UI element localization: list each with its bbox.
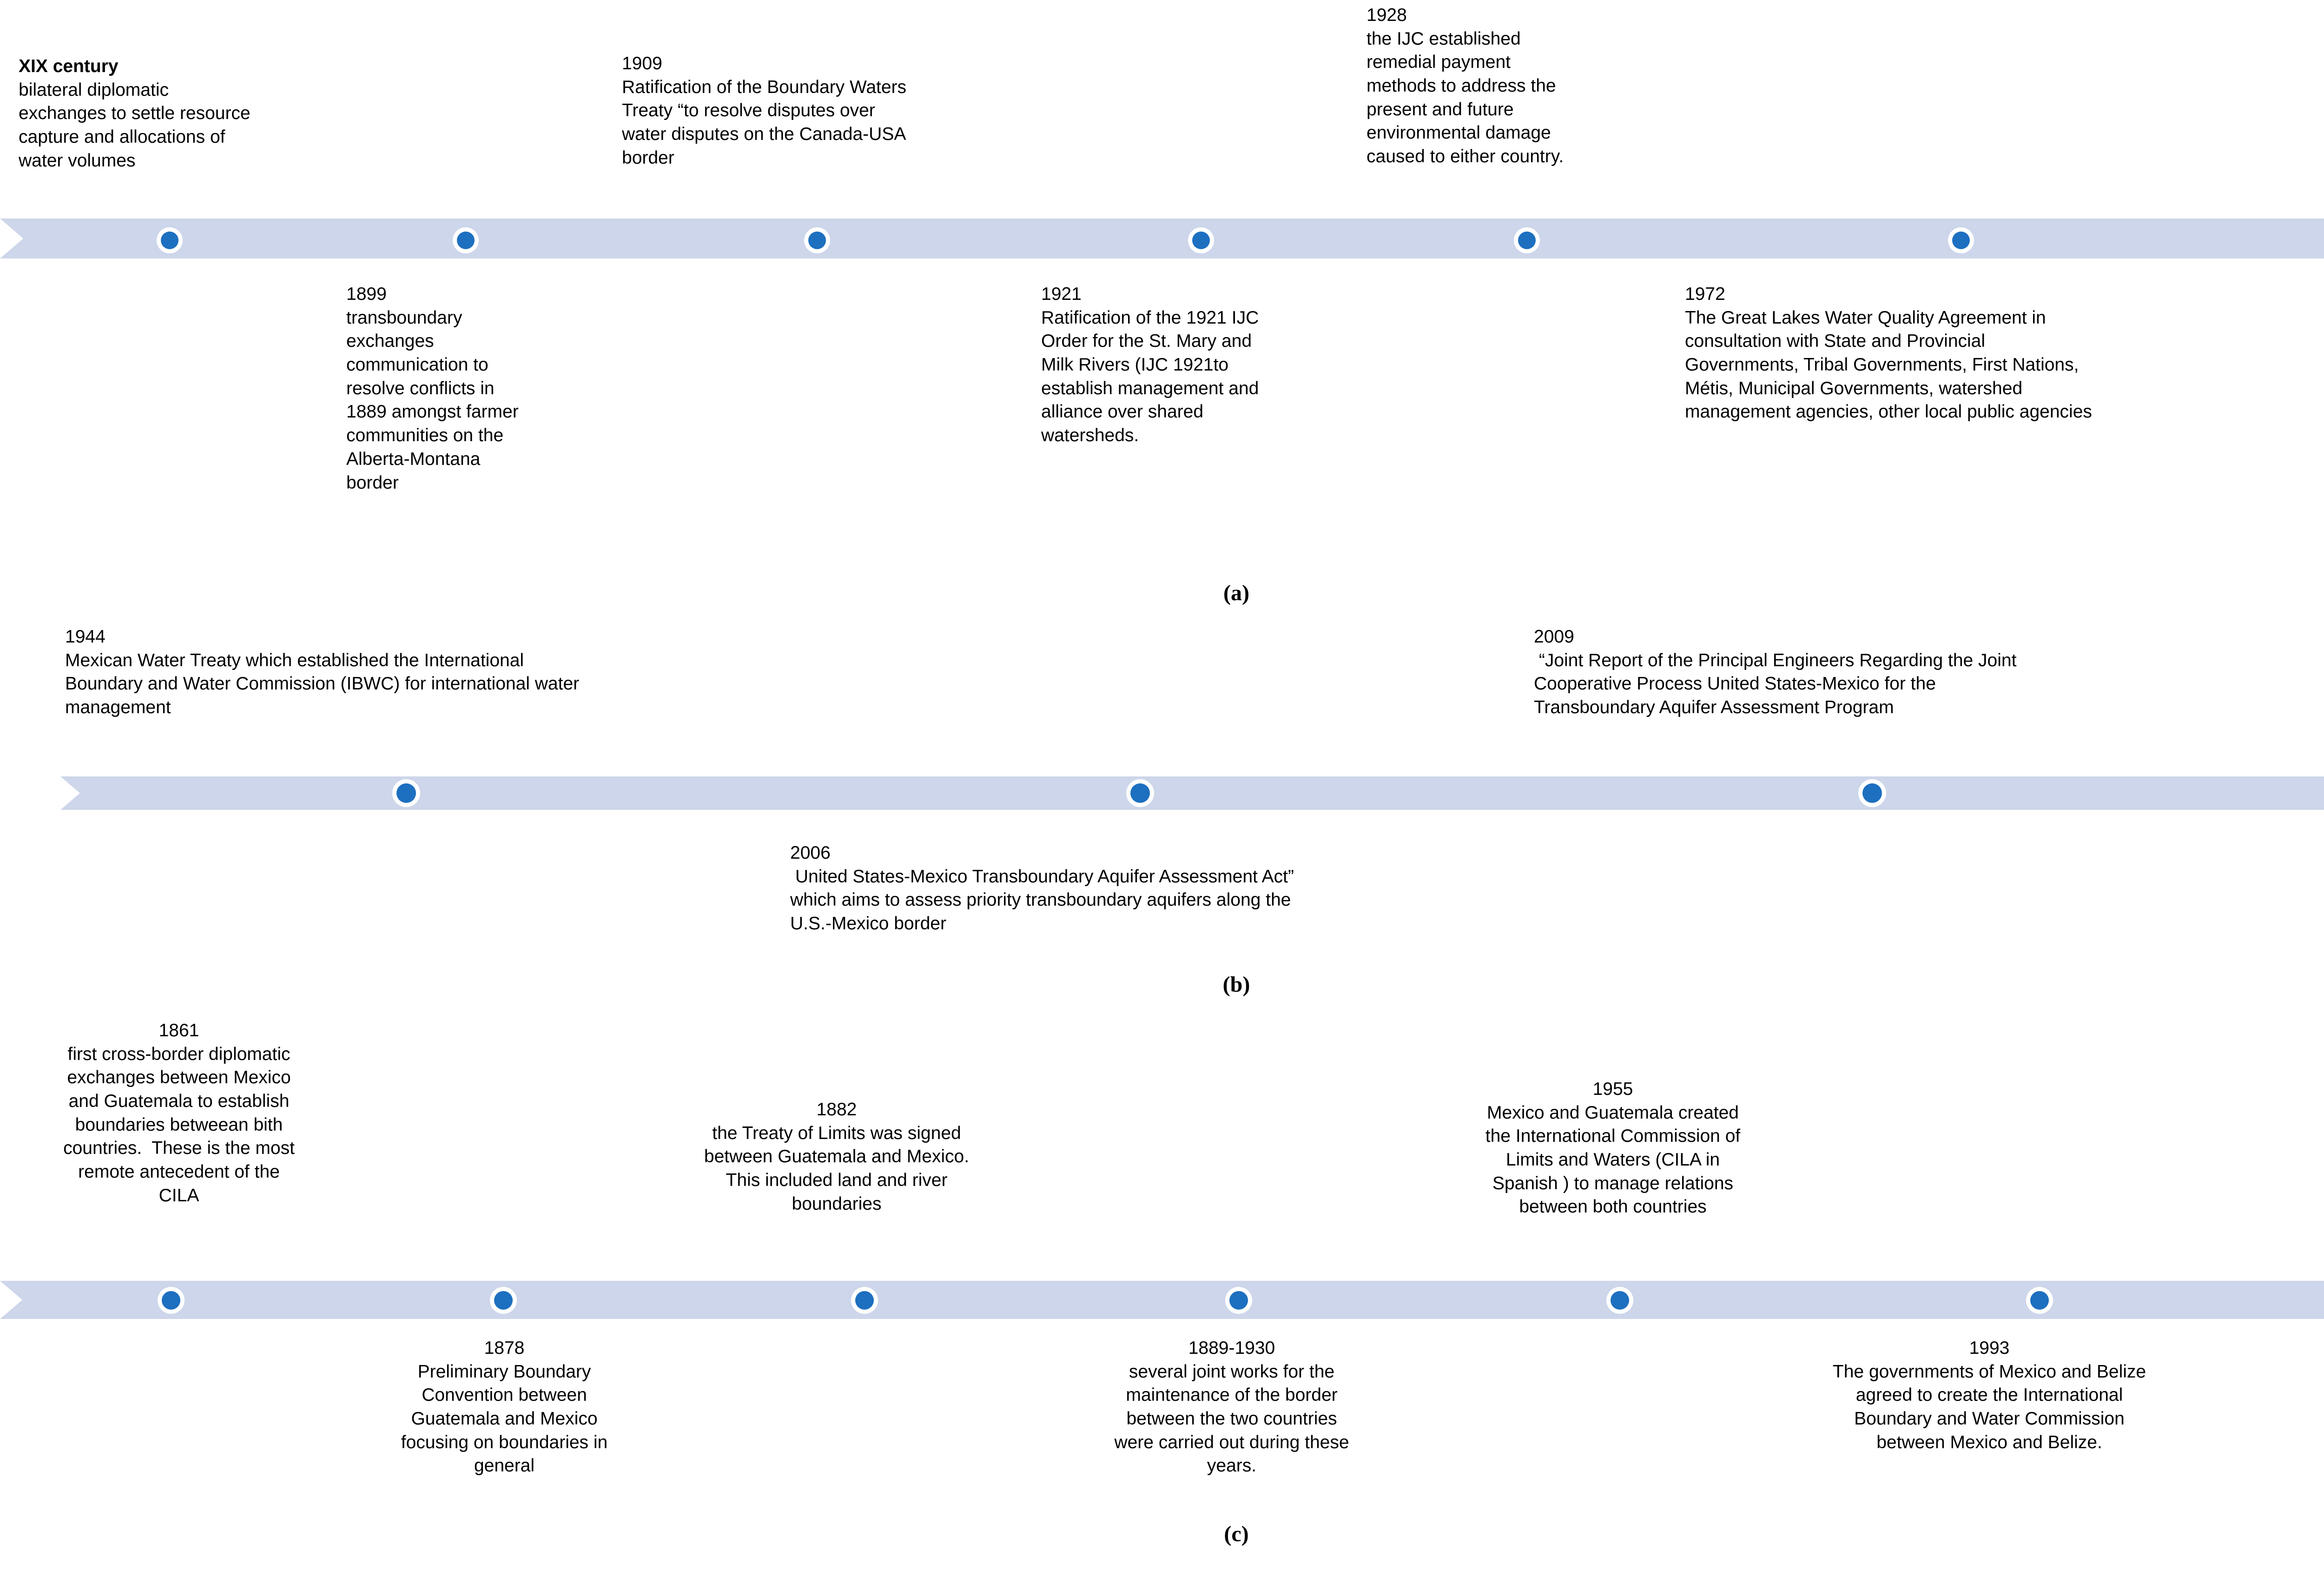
milestone-year: 1889-1930 [1188,1338,1275,1358]
milestone-text: transboundary exchanges communication to… [346,307,519,493]
milestone-text: Preliminary Boundary Convention between … [401,1361,608,1476]
milestone-dot-b-1[interactable] [396,783,416,803]
milestone-text: Ratification of the Boundary Waters Trea… [622,77,907,168]
milestone-c-1955: 1955 Mexico and Guatemala created the In… [1429,1078,1796,1219]
milestone-text: United States-Mexico Transboundary Aquif… [790,866,1294,934]
timeline-a-band-notch [0,219,23,258]
milestone-dot-c-6[interactable] [2030,1291,2049,1310]
milestone-year: 1972 [1685,284,1725,304]
milestone-text: the Treaty of Limits was signed between … [704,1123,970,1214]
milestone-a-1909: 1909 Ratification of the Boundary Waters… [622,52,1022,170]
subfigure-caption-c: (c) [1224,1522,1249,1546]
milestone-year: 1944 [65,627,106,647]
timeline-c-band [0,1281,2324,1319]
milestone-text: the IJC established remedial payment met… [1367,28,1564,167]
milestone-b-2009: 2009 “Joint Report of the Principal Engi… [1534,625,2185,720]
timeline-b-band [60,776,2324,810]
milestone-year: XIX century [19,56,119,76]
milestone-year: 1955 [1592,1079,1633,1099]
milestone-a-1921: 1921 Ratification of the 1921 IJC Order … [1041,283,1367,448]
milestone-year: 1909 [622,53,662,73]
milestone-a-1928: 1928 the IJC established remedial paymen… [1367,4,1692,169]
timeline-c-band-notch [0,1281,22,1319]
milestone-c-1993: 1993 The governments of Mexico and Beliz… [1766,1337,2212,1454]
milestone-dot-c-2[interactable] [494,1291,513,1310]
milestone-dot-a-4[interactable] [1192,232,1210,249]
milestone-c-1882: 1882 the Treaty of Limits was signed bet… [660,1098,1013,1216]
milestone-a-1899: 1899 transboundary exchanges communicati… [346,283,583,495]
milestone-c-1889-1930: 1889-1930 several joint works for the ma… [1050,1337,1413,1478]
milestone-text: The Great Lakes Water Quality Agreement … [1685,307,2092,422]
milestone-b-2006: 2006 United States-Mexico Transboundary … [790,841,1487,936]
milestone-year: 1921 [1041,284,1082,304]
milestone-year: 1882 [816,1100,857,1120]
milestone-year: 2006 [790,843,831,863]
milestone-text: Mexican Water Treaty which established t… [65,650,580,718]
milestone-text: several joint works for the maintenance … [1114,1361,1349,1476]
milestone-year: 1928 [1367,5,1407,25]
milestone-year: 1993 [1969,1338,2010,1358]
milestone-c-1878: 1878 Preliminary Boundary Convention bet… [328,1337,681,1478]
milestone-text: The governments of Mexico and Belize agr… [1832,1361,2146,1452]
milestone-dot-a-6[interactable] [1952,232,1970,249]
milestone-text: first cross-border diplomatic exchanges … [63,1044,295,1206]
milestone-text: bilateral diplomatic exchanges to settle… [19,79,251,171]
milestone-dot-a-3[interactable] [808,232,826,249]
milestone-dot-b-2[interactable] [1130,783,1150,803]
subfigure-caption-b: (b) [1222,972,1250,997]
milestone-text: Mexico and Guatemala created the Interna… [1485,1102,1741,1217]
milestone-a-xix-century: XIX century bilateral diplomatic exchang… [19,55,344,172]
milestone-dot-b-3[interactable] [1862,783,1882,803]
milestone-dot-c-3[interactable] [855,1291,874,1310]
milestone-dot-c-4[interactable] [1229,1291,1248,1310]
timeline-a-band [0,219,2324,258]
milestone-year: 1899 [346,284,387,304]
milestone-dot-c-1[interactable] [162,1291,180,1310]
milestone-b-1944: 1944 Mexican Water Treaty which establis… [65,625,762,720]
milestone-dot-c-5[interactable] [1611,1291,1629,1310]
milestone-year: 1861 [158,1020,199,1040]
timeline-b-band-notch [60,776,80,810]
milestone-text: “Joint Report of the Principal Engineers… [1534,650,2017,718]
milestone-dot-a-1[interactable] [161,232,178,249]
milestone-text: Ratification of the 1921 IJC Order for t… [1041,307,1259,446]
milestone-year: 1878 [484,1338,525,1358]
subfigure-caption-a: (a) [1223,581,1249,605]
milestone-year: 2009 [1534,627,1574,647]
milestone-c-1861: 1861 first cross-border diplomatic excha… [14,1019,344,1208]
milestone-dot-a-5[interactable] [1518,232,1536,249]
milestone-a-1972: 1972 The Great Lakes Water Quality Agree… [1685,283,2243,424]
milestone-dot-a-2[interactable] [457,232,475,249]
